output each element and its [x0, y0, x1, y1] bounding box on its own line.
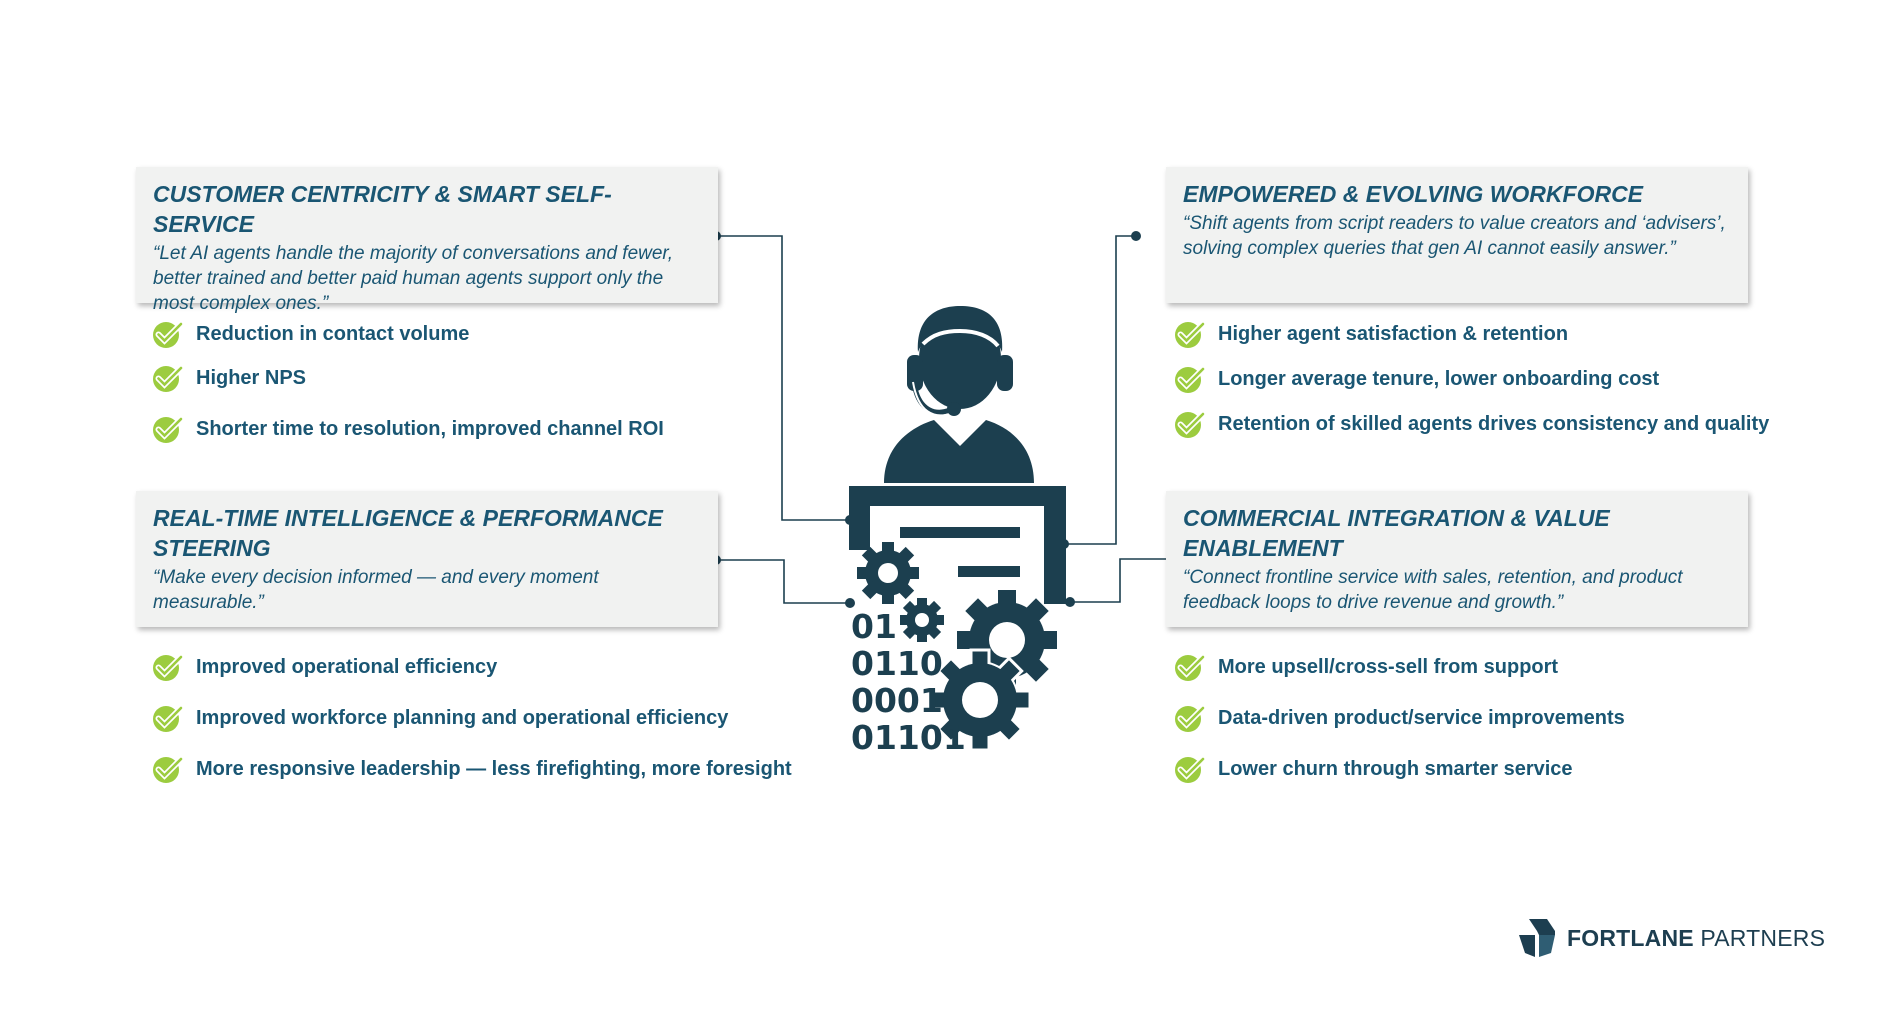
- logo-brand-light: PARTNERS: [1693, 924, 1826, 951]
- gear-small-icon: [857, 542, 919, 604]
- checkmark-icon: [1175, 756, 1206, 783]
- benefit-item: Retention of skilled agents drives consi…: [1172, 408, 1769, 440]
- gear-large-icon: [928, 648, 1032, 752]
- benefit-text: Longer average tenure, lower onboarding …: [1218, 368, 1660, 390]
- agent-torso: [884, 420, 1034, 483]
- section-title: COMMERCIAL INTEGRATION & VALUE ENABLEMEN…: [1183, 505, 1610, 561]
- checkmark-icon: [153, 756, 184, 783]
- fortlane-cube-logo-icon: [1519, 919, 1555, 957]
- benefit-item: Data-driven product/service improvements: [1172, 702, 1625, 734]
- headset-mic: [947, 402, 961, 416]
- binary-line: 01: [851, 607, 897, 646]
- benefit-item: Lower churn through smarter service: [1172, 753, 1573, 785]
- benefit-item: Reduction in contact volume: [150, 318, 469, 350]
- gear-medium-icon: [957, 590, 1057, 690]
- benefit-text: Lower churn through smarter service: [1218, 758, 1573, 780]
- commercial-integration-card: COMMERCIAL INTEGRATION & VALUE ENABLEMEN…: [1166, 491, 1748, 627]
- checkmark-icon: [153, 321, 184, 348]
- checkmark-icon: [153, 705, 184, 732]
- gear-tiny-icon: [900, 598, 944, 642]
- benefit-item: Shorter time to resolution, improved cha…: [150, 413, 664, 445]
- section-quote: “Let AI agents handle the majority of co…: [153, 243, 673, 314]
- checkmark-icon: [1175, 411, 1206, 438]
- binary-digits: 01 0110 0001 01101: [851, 608, 966, 756]
- benefit-text: Improved operational efficiency: [196, 656, 498, 678]
- customer-centricity-card: CUSTOMER CENTRICITY & SMART SELF-SERVICE…: [136, 167, 718, 314]
- benefit-item: Higher NPS: [150, 362, 306, 394]
- benefit-text: Reduction in contact volume: [196, 323, 470, 345]
- binary-line: 0001: [851, 681, 943, 720]
- benefit-item: Improved operational efficiency: [150, 651, 497, 683]
- document-frame: [849, 486, 1066, 604]
- benefit-item: More upsell/cross-sell from support: [1172, 651, 1558, 683]
- binary-line: 01101: [851, 718, 966, 757]
- benefit-text: Higher agent satisfaction & retention: [1218, 323, 1569, 345]
- benefit-text: Retention of skilled agents drives consi…: [1218, 413, 1770, 435]
- checkmark-icon: [1175, 705, 1206, 732]
- section-quote: “Shift agents from script readers to val…: [1183, 213, 1726, 259]
- checkmark-icon: [153, 365, 184, 392]
- binary-line: 0110: [851, 644, 943, 683]
- logo-brand-bold: FORTLANE: [1567, 924, 1694, 951]
- logo-wordmark: FORTLANE PARTNERS: [1567, 925, 1825, 952]
- checkmark-icon: [153, 416, 184, 443]
- benefit-item: More responsive leadership — less firefi…: [150, 753, 792, 785]
- section-title: EMPOWERED & EVOLVING WORKFORCE: [1183, 181, 1644, 207]
- section-title: CUSTOMER CENTRICITY & SMART SELF-SERVICE: [153, 181, 612, 237]
- benefit-item: Higher agent satisfaction & retention: [1172, 318, 1568, 350]
- benefit-text: Higher NPS: [196, 367, 307, 389]
- fortlane-partners-logo: FORTLANE PARTNERS: [1517, 917, 1825, 959]
- section-title: REAL-TIME INTELLIGENCE & PERFORMANCE STE…: [153, 505, 663, 561]
- section-quote: “Make every decision informed — and ever…: [153, 567, 599, 613]
- checkmark-icon: [1175, 321, 1206, 348]
- empowered-workforce-card: EMPOWERED & EVOLVING WORKFORCE “Shift ag…: [1166, 167, 1748, 303]
- section-quote: “Connect frontline service with sales, r…: [1183, 567, 1683, 613]
- benefit-text: Shorter time to resolution, improved cha…: [196, 418, 664, 440]
- checkmark-icon: [153, 654, 184, 681]
- checkmark-icon: [1175, 366, 1206, 393]
- benefit-item: Improved workforce planning and operatio…: [150, 702, 728, 734]
- benefit-text: Improved workforce planning and operatio…: [196, 707, 729, 729]
- benefit-text: Data-driven product/service improvements: [1218, 707, 1625, 729]
- benefit-text: More upsell/cross-sell from support: [1218, 656, 1559, 678]
- real-time-intelligence-card: REAL-TIME INTELLIGENCE & PERFORMANCE STE…: [136, 491, 718, 627]
- headset-left-earcup: [907, 355, 923, 391]
- benefit-text: More responsive leadership — less firefi…: [196, 758, 792, 780]
- benefit-item: Longer average tenure, lower onboarding …: [1172, 363, 1659, 395]
- checkmark-icon: [1175, 654, 1206, 681]
- headset-right-earcup: [997, 355, 1013, 391]
